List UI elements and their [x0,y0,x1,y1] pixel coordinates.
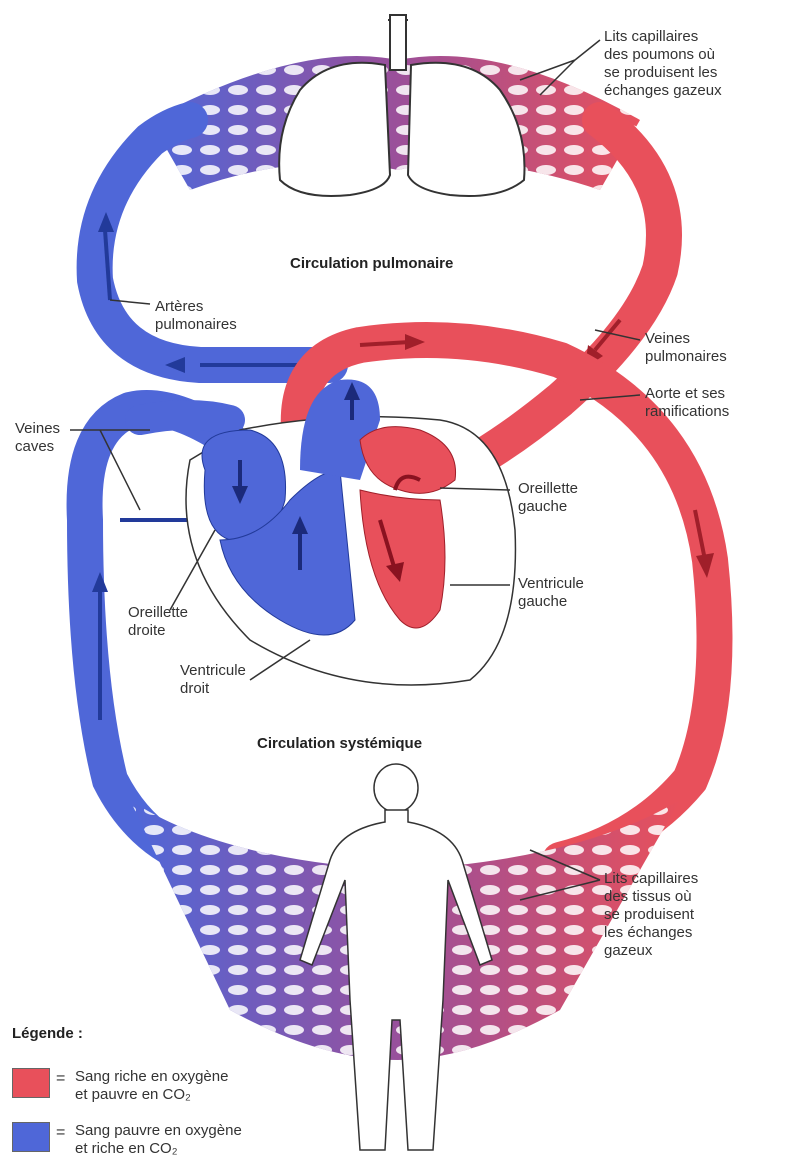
legend-title: Légende : [12,1025,83,1042]
pulmonary-veins-label: Veines pulmonaires [645,330,727,366]
aorta-label: Aorte et ses ramifications [645,385,729,421]
left-atrium-label: Oreillette gauche [518,480,578,516]
right-atrium-label: Oreillette droite [128,604,188,640]
deoxygenated-legend-text: Sang pauvre en oxygène et riche en CO₂ [75,1122,242,1158]
tissue-capillaries-label: Lits capillaires des tissus où se produi… [604,870,698,960]
right-ventricle-label: Ventricule droit [180,662,246,698]
deoxygenated-swatch [12,1122,50,1152]
pulmonary-arteries-label: Artères pulmonaires [155,298,237,334]
systemic-circulation-title: Circulation systémique [257,735,422,752]
oxygenated-legend-text: Sang riche en oxygène et pauvre en CO₂ [75,1068,228,1104]
legend-equals: = [56,1070,65,1088]
lung-capillaries-label: Lits capillaires des poumons où se produ… [604,28,722,100]
vena-cava-label: Veines caves [15,420,60,456]
lung-capillary-bed [150,56,640,190]
oxygenated-swatch [12,1068,50,1098]
legend-equals: = [56,1124,65,1142]
pulmonary-circulation-title: Circulation pulmonaire [290,255,453,272]
left-ventricle-label: Ventricule gauche [518,575,584,611]
